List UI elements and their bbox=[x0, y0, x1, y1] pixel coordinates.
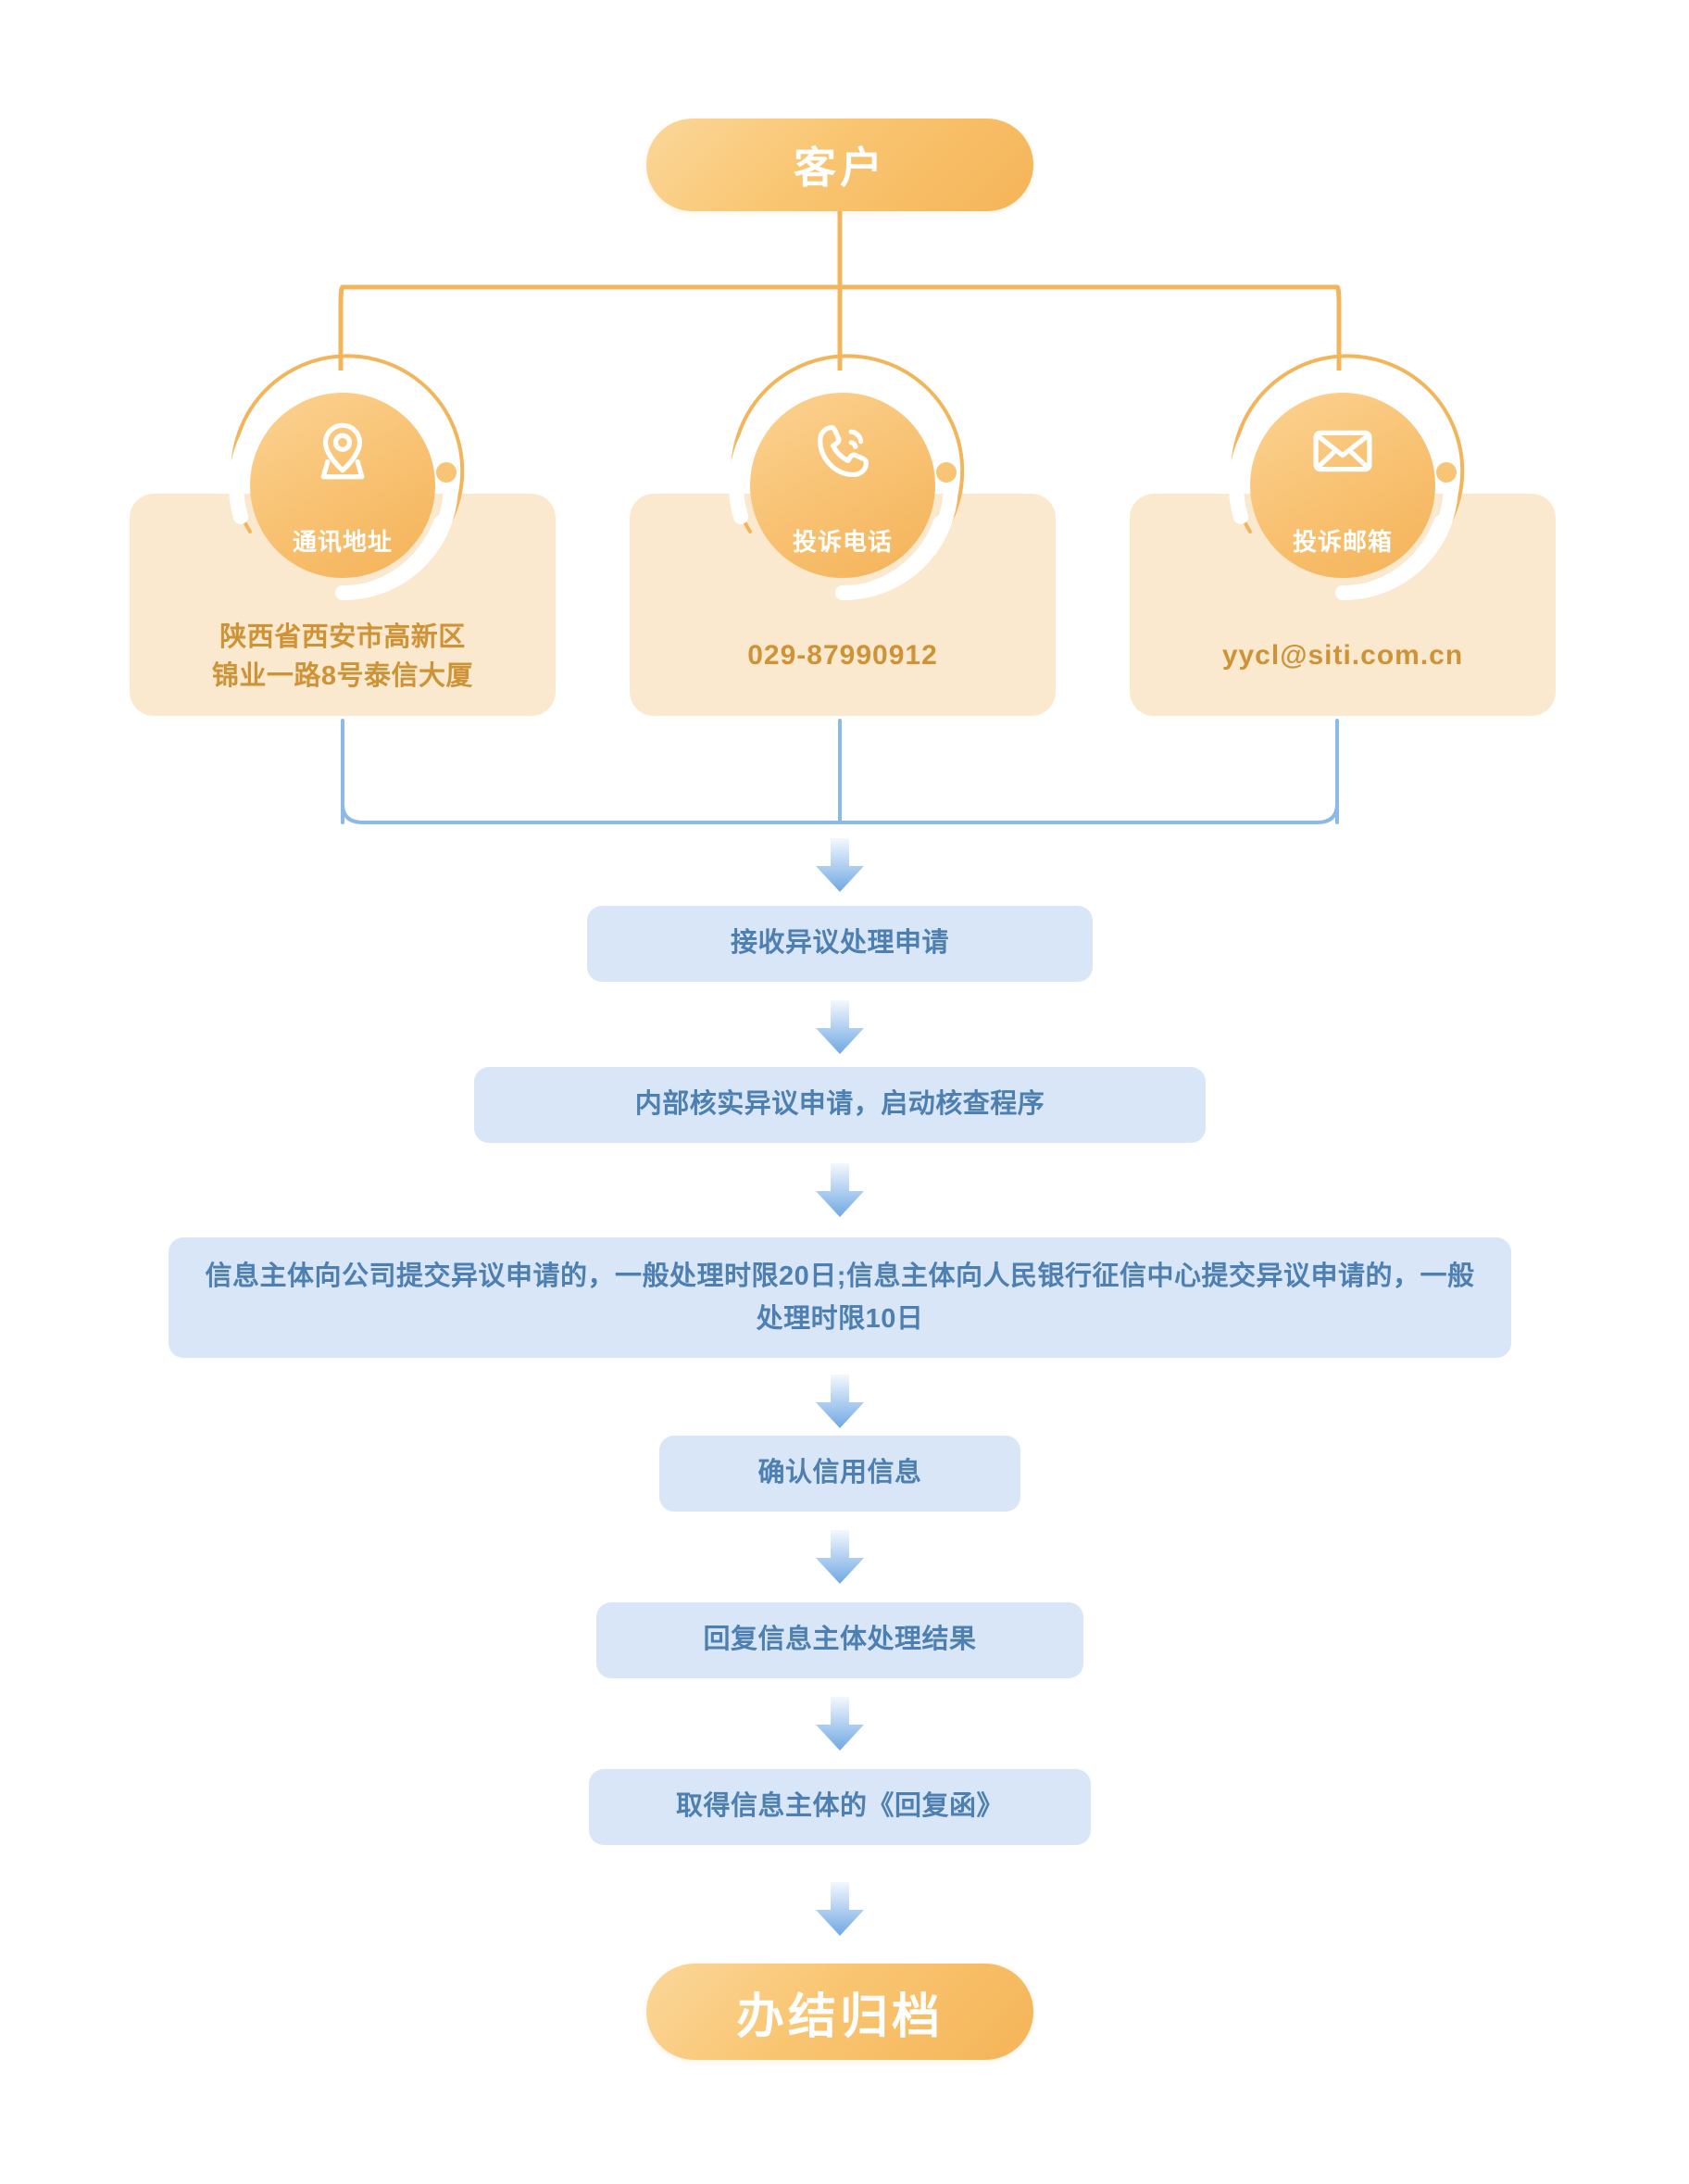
medallion-label-address: 通讯地址 bbox=[292, 528, 393, 556]
envelope-icon bbox=[1308, 417, 1377, 485]
process-step-6[interactable]: 取得信息主体的《回复函》 bbox=[589, 1769, 1091, 1845]
channel-address-text: 陕西省西安市高新区 锦业一路8号泰信大厦 bbox=[211, 621, 474, 691]
process-step-5[interactable]: 回复信息主体处理结果 bbox=[596, 1602, 1083, 1678]
medallion-core-phone: 投诉电话 bbox=[750, 393, 935, 578]
medallion-rings-phone bbox=[728, 354, 965, 601]
channel-email-text: yycl@siti.com.cn bbox=[1221, 639, 1464, 671]
medallion-label-phone: 投诉电话 bbox=[792, 528, 893, 556]
process-step-4[interactable]: 确认信用信息 bbox=[659, 1436, 1020, 1512]
medallion-core-address: 通讯地址 bbox=[250, 393, 435, 578]
node-completed-archived[interactable]: 办结归档 bbox=[646, 1964, 1033, 2060]
arrow-down-icon bbox=[814, 1882, 866, 1938]
medallion-email[interactable]: 投诉邮箱 bbox=[1228, 354, 1465, 601]
medallion-phone[interactable]: 投诉电话 bbox=[728, 354, 965, 601]
location-pin-icon bbox=[308, 417, 377, 485]
channel-phone-text: 029-87990912 bbox=[747, 639, 938, 671]
process-step-2[interactable]: 内部核实异议申请，启动核查程序 bbox=[474, 1067, 1206, 1143]
medallion-label-email: 投诉邮箱 bbox=[1292, 528, 1393, 556]
arrow-down-icon bbox=[814, 1163, 866, 1219]
medallion-address[interactable]: 通讯地址 bbox=[228, 354, 465, 601]
arrow-down-icon bbox=[814, 1530, 866, 1586]
medallion-rings-address bbox=[228, 354, 465, 601]
arrow-down-icon bbox=[814, 838, 866, 894]
phone-call-icon bbox=[808, 417, 877, 485]
medallion-rings-email bbox=[1228, 354, 1465, 601]
arrow-down-icon bbox=[814, 1697, 866, 1752]
process-step-1[interactable]: 接收异议处理申请 bbox=[587, 906, 1093, 982]
process-step-3[interactable]: 信息主体向公司提交异议申请的，一般处理时限20日;信息主体向人民银行征信中心提交… bbox=[169, 1237, 1511, 1358]
medallion-core-email: 投诉邮箱 bbox=[1250, 393, 1435, 578]
arrow-down-icon bbox=[814, 1374, 866, 1430]
node-customer[interactable]: 客户 bbox=[646, 119, 1033, 211]
arrow-down-icon bbox=[814, 1000, 866, 1056]
